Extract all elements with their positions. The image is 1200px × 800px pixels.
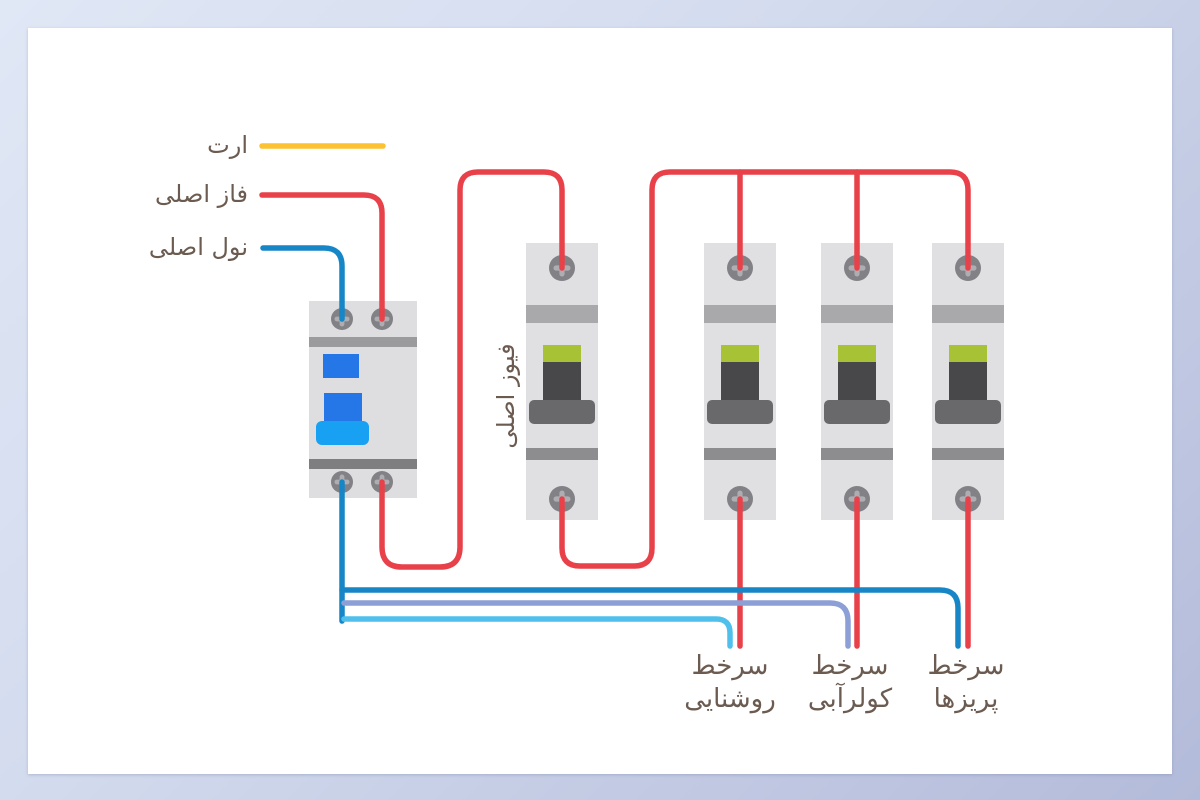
branch-label-water-cooler: سرخط کولرآبی xyxy=(740,650,960,716)
neutral-bus-lighting xyxy=(341,616,733,649)
main-neutral-wire-in xyxy=(260,245,345,322)
rcd-top-band xyxy=(309,337,417,347)
neutral-bus-outlets xyxy=(339,587,961,649)
branch-label-line1: سرخط xyxy=(811,651,889,681)
breaker-outlets xyxy=(932,243,1004,520)
rcd-bottom-band xyxy=(309,459,417,469)
breaker-lighting xyxy=(704,243,776,520)
legend-label-main-phase: فاز اصلی xyxy=(155,180,248,208)
breaker-water-cooler xyxy=(821,243,893,520)
branch-label-lighting: سرخط روشنایی xyxy=(620,650,840,716)
branch-label-line1: سرخط xyxy=(927,651,1005,681)
main-rcd-breaker xyxy=(309,301,417,498)
phase-wire-rcd-to-main-fuse xyxy=(379,169,565,570)
legend-label-main-neutral: نول اصلی xyxy=(148,233,248,261)
branch-label-line2: کولرآبی xyxy=(807,684,893,714)
neutral-bus-water-cooler xyxy=(341,600,851,649)
main-fuse-breaker xyxy=(526,243,598,520)
branch-label-line1: سرخط xyxy=(691,651,769,681)
branch-label-outlets: سرخط پریزها xyxy=(856,650,1076,716)
phase-wire-main-fuse-to-branches xyxy=(559,169,971,569)
branch-label-line2: روشنایی xyxy=(684,684,776,714)
branch-label-line2: پریزها xyxy=(933,684,999,714)
rcd-indicator-window xyxy=(323,354,359,378)
legend-label-earth: ارت xyxy=(207,131,248,159)
rcd-toggle-handle xyxy=(316,421,369,445)
main-phase-wire-in xyxy=(259,192,385,322)
main-fuse-label: فیوز اصلی xyxy=(492,343,520,449)
rcd-switch-stem xyxy=(324,393,362,423)
